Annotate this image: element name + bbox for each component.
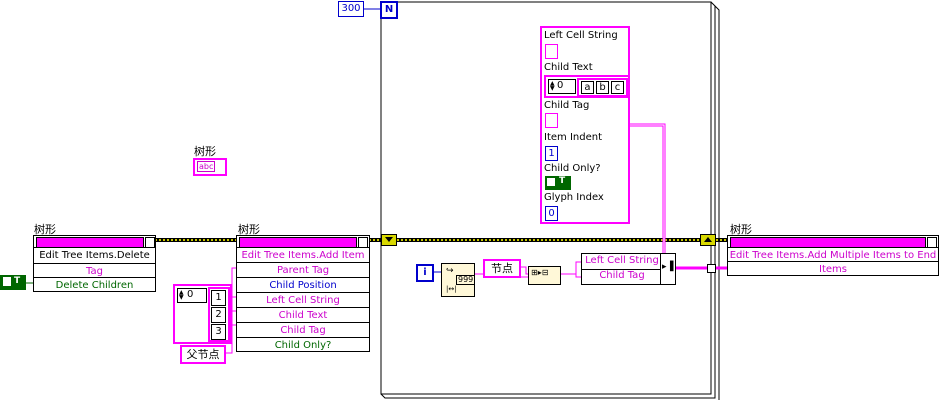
concatenate-strings-function[interactable]: ⊞▸⊟ — [528, 266, 561, 285]
delete-children-true-constant[interactable]: T — [0, 275, 26, 290]
add-multi-node-method[interactable]: Edit Tree Items.Add Multiple Items to En… — [728, 247, 938, 263]
loop-left-tunnel — [381, 234, 397, 246]
bundle-by-name-function[interactable]: Left Cell String Child Tag ▸▐ — [581, 253, 676, 285]
cluster-field-label: Child Text — [544, 62, 593, 73]
cluster-field-label: Left Cell String — [544, 30, 618, 41]
tree-label-top: 树形 — [194, 145, 216, 158]
item-indent-field[interactable]: 1 — [545, 146, 558, 161]
add-node-label: 树形 — [238, 223, 260, 236]
delete-node-method[interactable]: Edit Tree Items.Delete — [34, 247, 155, 263]
array-index-display[interactable]: ▲▼ 0 — [177, 288, 207, 303]
child-text-array[interactable]: ▲▼ 0 a b c — [544, 75, 630, 98]
array-element-2[interactable]: 2 — [211, 307, 226, 323]
add-node-method[interactable]: Edit Tree Items.Add Item — [237, 247, 369, 263]
child-text-index-spinner-icon[interactable]: ▲▼ — [550, 80, 555, 92]
child-tag-field[interactable] — [545, 113, 558, 128]
array-index-spinner-icon[interactable]: ▲▼ — [179, 289, 184, 301]
format-arrow-icon: ↪ — [446, 266, 454, 276]
delete-node-delete-children[interactable]: Delete Children — [34, 277, 155, 293]
delete-property-node[interactable]: Edit Tree Items.Delete Tag Delete Childr… — [33, 235, 156, 292]
auto-index-tunnel — [707, 264, 716, 273]
string-array-constant[interactable]: ▲▼ 0 1 2 3 — [173, 284, 232, 344]
bundle-child-tag[interactable]: Child Tag — [599, 270, 645, 281]
child-only-field[interactable]: T — [545, 176, 571, 190]
add-multi-node-items[interactable]: Items — [728, 261, 938, 277]
glyph-index-field[interactable]: 0 — [545, 206, 558, 221]
add-node-child-position[interactable]: Child Position — [237, 277, 369, 293]
bundle-icon: ▸▐ — [662, 262, 674, 272]
cluster-constant[interactable]: Left Cell String Child Text ▲▼ 0 a b c C… — [540, 26, 630, 224]
iteration-terminal: i — [416, 264, 434, 282]
add-multiple-items-property-node[interactable]: Edit Tree Items.Add Multiple Items to En… — [727, 235, 939, 276]
width-icon: |↔| — [446, 285, 457, 293]
cluster-field-label: Item Indent — [544, 132, 602, 143]
add-item-property-node[interactable]: Edit Tree Items.Add Item Parent Tag Chil… — [236, 235, 370, 352]
child-text-element-a[interactable]: a — [581, 81, 594, 94]
add-node-left-cell-string[interactable]: Left Cell String — [237, 292, 369, 308]
add-node-child-tag[interactable]: Child Tag — [237, 322, 369, 338]
count-terminal: N — [380, 1, 398, 19]
node-string-constant[interactable]: 节点 — [483, 259, 521, 278]
array-element-3[interactable]: 3 — [211, 324, 226, 340]
array-element-1[interactable]: 1 — [211, 290, 226, 306]
bundle-left-cell-string[interactable]: Left Cell String — [585, 255, 659, 266]
left-cell-string-field[interactable] — [545, 44, 558, 59]
child-text-element-b[interactable]: b — [596, 81, 609, 94]
add-node-parent-tag[interactable]: Parent Tag — [237, 262, 369, 278]
delete-node-tag[interactable]: Tag — [34, 263, 155, 279]
add-node-child-text[interactable]: Child Text — [237, 307, 369, 323]
delete-node-label: 树形 — [34, 223, 56, 236]
parent-node-string-constant[interactable]: 父节点 — [180, 345, 226, 364]
tree-refnum-constant[interactable]: abc — [193, 158, 227, 176]
child-text-element-c[interactable]: c — [611, 81, 624, 94]
number-to-string-function[interactable]: ↪ 999 |↔| — [441, 263, 476, 297]
add-node-child-only[interactable]: Child Only? — [237, 337, 369, 353]
loop-count-constant[interactable]: 300 — [338, 1, 364, 17]
add-multi-node-label: 树形 — [730, 223, 752, 236]
loop-right-tunnel — [700, 234, 716, 246]
cluster-field-label: Child Tag — [544, 100, 590, 111]
cluster-field-label: Glyph Index — [544, 192, 604, 203]
concatenate-icon: ⊞▸⊟ — [531, 268, 549, 277]
text-ring-icon: abc — [197, 161, 216, 172]
cluster-field-label: Child Only? — [544, 163, 601, 174]
